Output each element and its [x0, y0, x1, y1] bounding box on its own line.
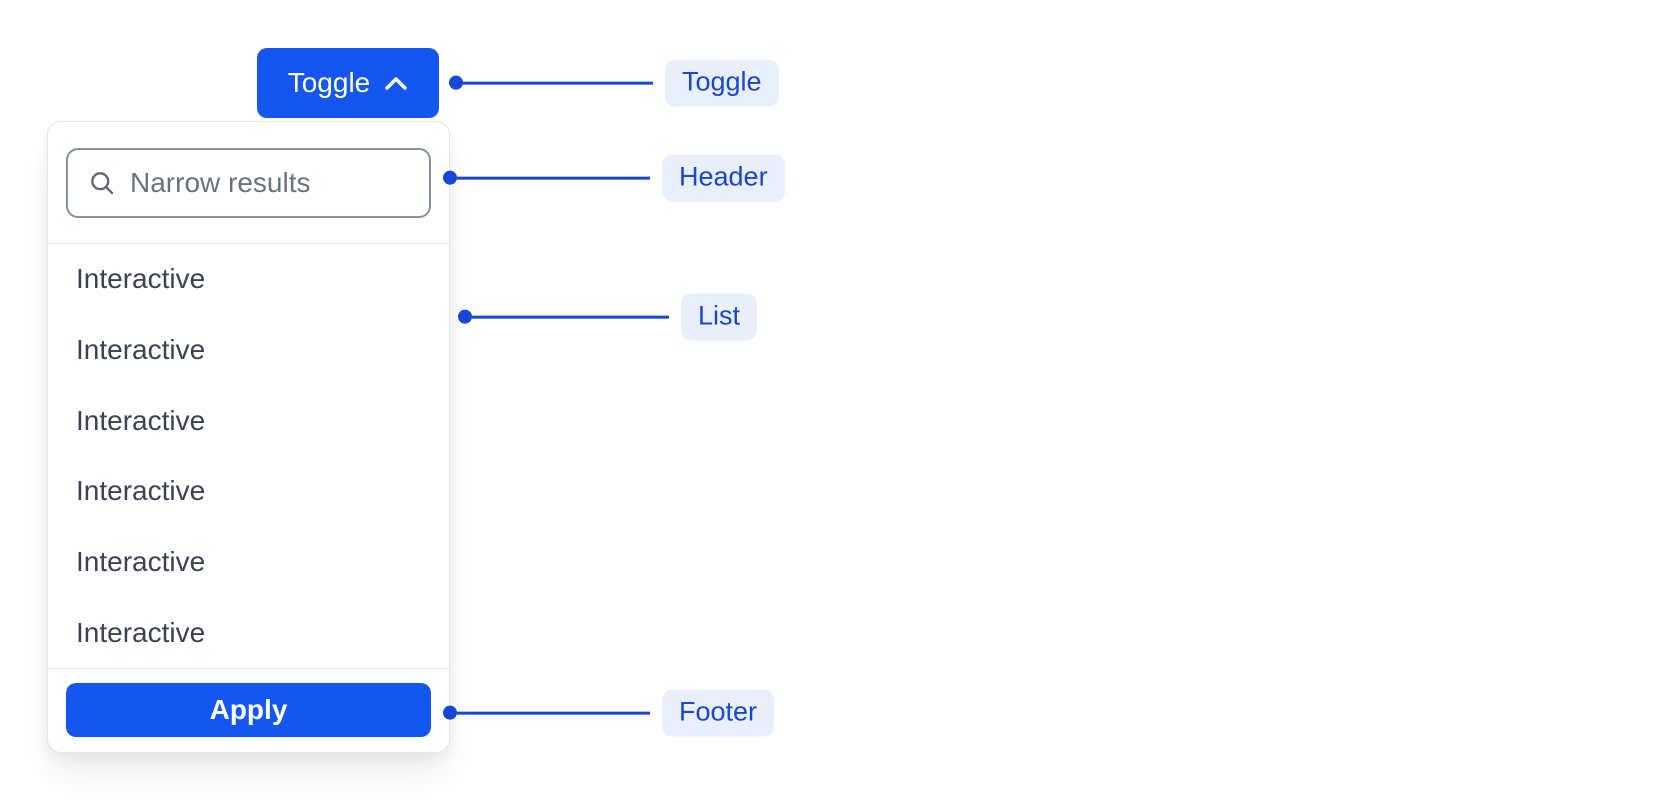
annotation-label-toggle: Toggle — [665, 59, 779, 107]
annotation-label-header: Header — [662, 154, 785, 202]
annotation-line — [463, 81, 653, 85]
footer-divider — [48, 668, 449, 669]
dropdown-list: Interactive Interactive Interactive Inte… — [48, 244, 449, 668]
annotation-label-list: List — [681, 293, 758, 341]
annotation-line — [457, 176, 650, 180]
toggle-button[interactable]: Toggle — [257, 48, 439, 118]
list-item[interactable]: Interactive — [76, 404, 206, 436]
dropdown-header — [48, 122, 449, 243]
annotation-line — [472, 315, 669, 319]
annotation-header: Header — [443, 154, 785, 202]
apply-button[interactable]: Apply — [66, 683, 431, 737]
annotation-dot — [449, 76, 463, 90]
annotation-line — [457, 711, 650, 715]
list-item[interactable]: Interactive — [76, 334, 206, 365]
chevron-up-icon — [384, 76, 408, 91]
toggle-button-label: Toggle — [287, 67, 371, 98]
annotation-dot — [458, 310, 472, 324]
search-icon — [88, 169, 116, 197]
list-item[interactable]: Interactive — [76, 546, 206, 578]
annotation-footer: Footer — [443, 689, 775, 737]
dropdown-panel: Interactive Interactive Interactive Inte… — [47, 121, 450, 753]
search-box[interactable] — [66, 148, 431, 218]
annotation-toggle: Toggle — [449, 59, 779, 107]
annotation-list: List — [458, 293, 758, 341]
header-divider — [48, 243, 449, 244]
annotation-label-footer: Footer — [662, 689, 775, 737]
search-input[interactable] — [130, 167, 411, 199]
list-item[interactable]: Interactive — [76, 616, 206, 648]
dropdown-footer: Apply — [48, 669, 449, 752]
list-item[interactable]: Interactive — [76, 263, 206, 295]
list-item[interactable]: Interactive — [76, 475, 206, 507]
